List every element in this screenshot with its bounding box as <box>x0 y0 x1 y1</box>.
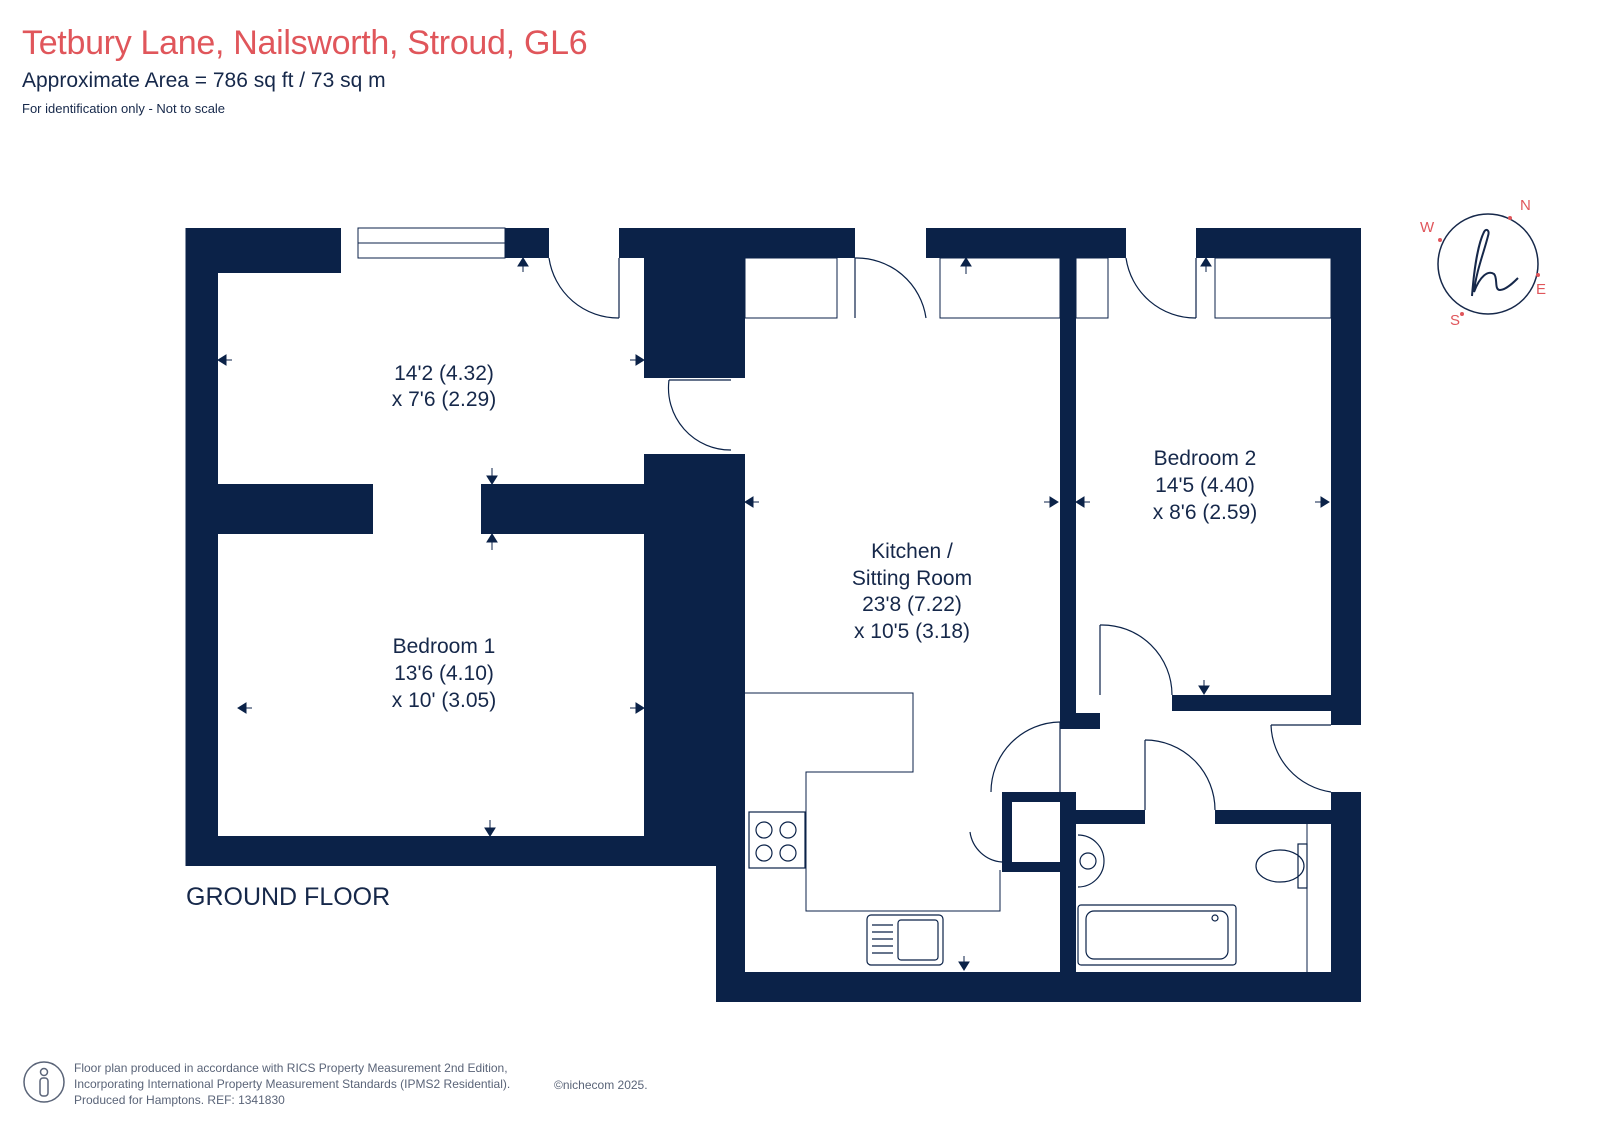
copyright: ©nichecom 2025. <box>554 1078 648 1092</box>
hall-dimension-2: x 7'6 (2.29) <box>392 388 496 411</box>
person-info-icon <box>23 1061 65 1103</box>
window <box>357 227 506 259</box>
compass-s: S <box>1450 312 1460 329</box>
bedroom2-dimension-2: x 8'6 (2.59) <box>1153 501 1257 524</box>
bedroom1-dimension-2: x 10' (3.05) <box>392 689 496 712</box>
walls <box>186 228 1361 1002</box>
compass-e: E <box>1536 281 1546 298</box>
footer-line-1: Floor plan produced in accordance with R… <box>74 1061 508 1075</box>
logo-h-icon <box>1471 228 1519 297</box>
dimension-arrows <box>217 257 1330 971</box>
kitchen-name-1: Kitchen / <box>871 540 953 563</box>
approximate-area: Approximate Area = 786 sq ft / 73 sq m <box>22 69 386 92</box>
header: Tetbury Lane, Nailsworth, Stroud, GL6 Ap… <box>22 24 588 116</box>
floor-label: GROUND FLOOR <box>186 883 390 911</box>
footer-line-3: Produced for Hamptons. REF: 1341830 <box>74 1093 285 1107</box>
compass-w: W <box>1420 219 1435 236</box>
compass-n: N <box>1520 197 1531 214</box>
bedroom1-dimension-1: 13'6 (4.10) <box>394 662 494 685</box>
kitchen-name-2: Sitting Room <box>852 567 972 590</box>
identification-note: For identification only - Not to scale <box>22 101 226 116</box>
footer: Floor plan produced in accordance with R… <box>22 1060 722 1120</box>
hall-dimension-1: 14'2 (4.32) <box>394 362 494 385</box>
hob-icon <box>748 811 806 869</box>
toilet-icon <box>1255 843 1308 889</box>
bath-icon <box>1077 904 1237 966</box>
bedroom2-dimension-1: 14'5 (4.40) <box>1155 474 1255 497</box>
compass-logo: N E S W <box>1420 197 1546 329</box>
basin-icon <box>1077 834 1105 888</box>
property-title: Tetbury Lane, Nailsworth, Stroud, GL6 <box>22 24 588 62</box>
fixtures <box>185 228 1332 972</box>
sink-icon <box>866 914 944 966</box>
bathroom-fixtures <box>1077 834 1308 966</box>
footer-line-2: Incorporating International Property Mea… <box>74 1077 511 1091</box>
bedroom1-name: Bedroom 1 <box>393 635 496 658</box>
kitchen-dimension-1: 23'8 (7.22) <box>862 593 962 616</box>
bedroom2-name: Bedroom 2 <box>1154 447 1257 470</box>
kitchen-dimension-2: x 10'5 (3.18) <box>854 620 970 643</box>
door-swings <box>548 257 1332 863</box>
